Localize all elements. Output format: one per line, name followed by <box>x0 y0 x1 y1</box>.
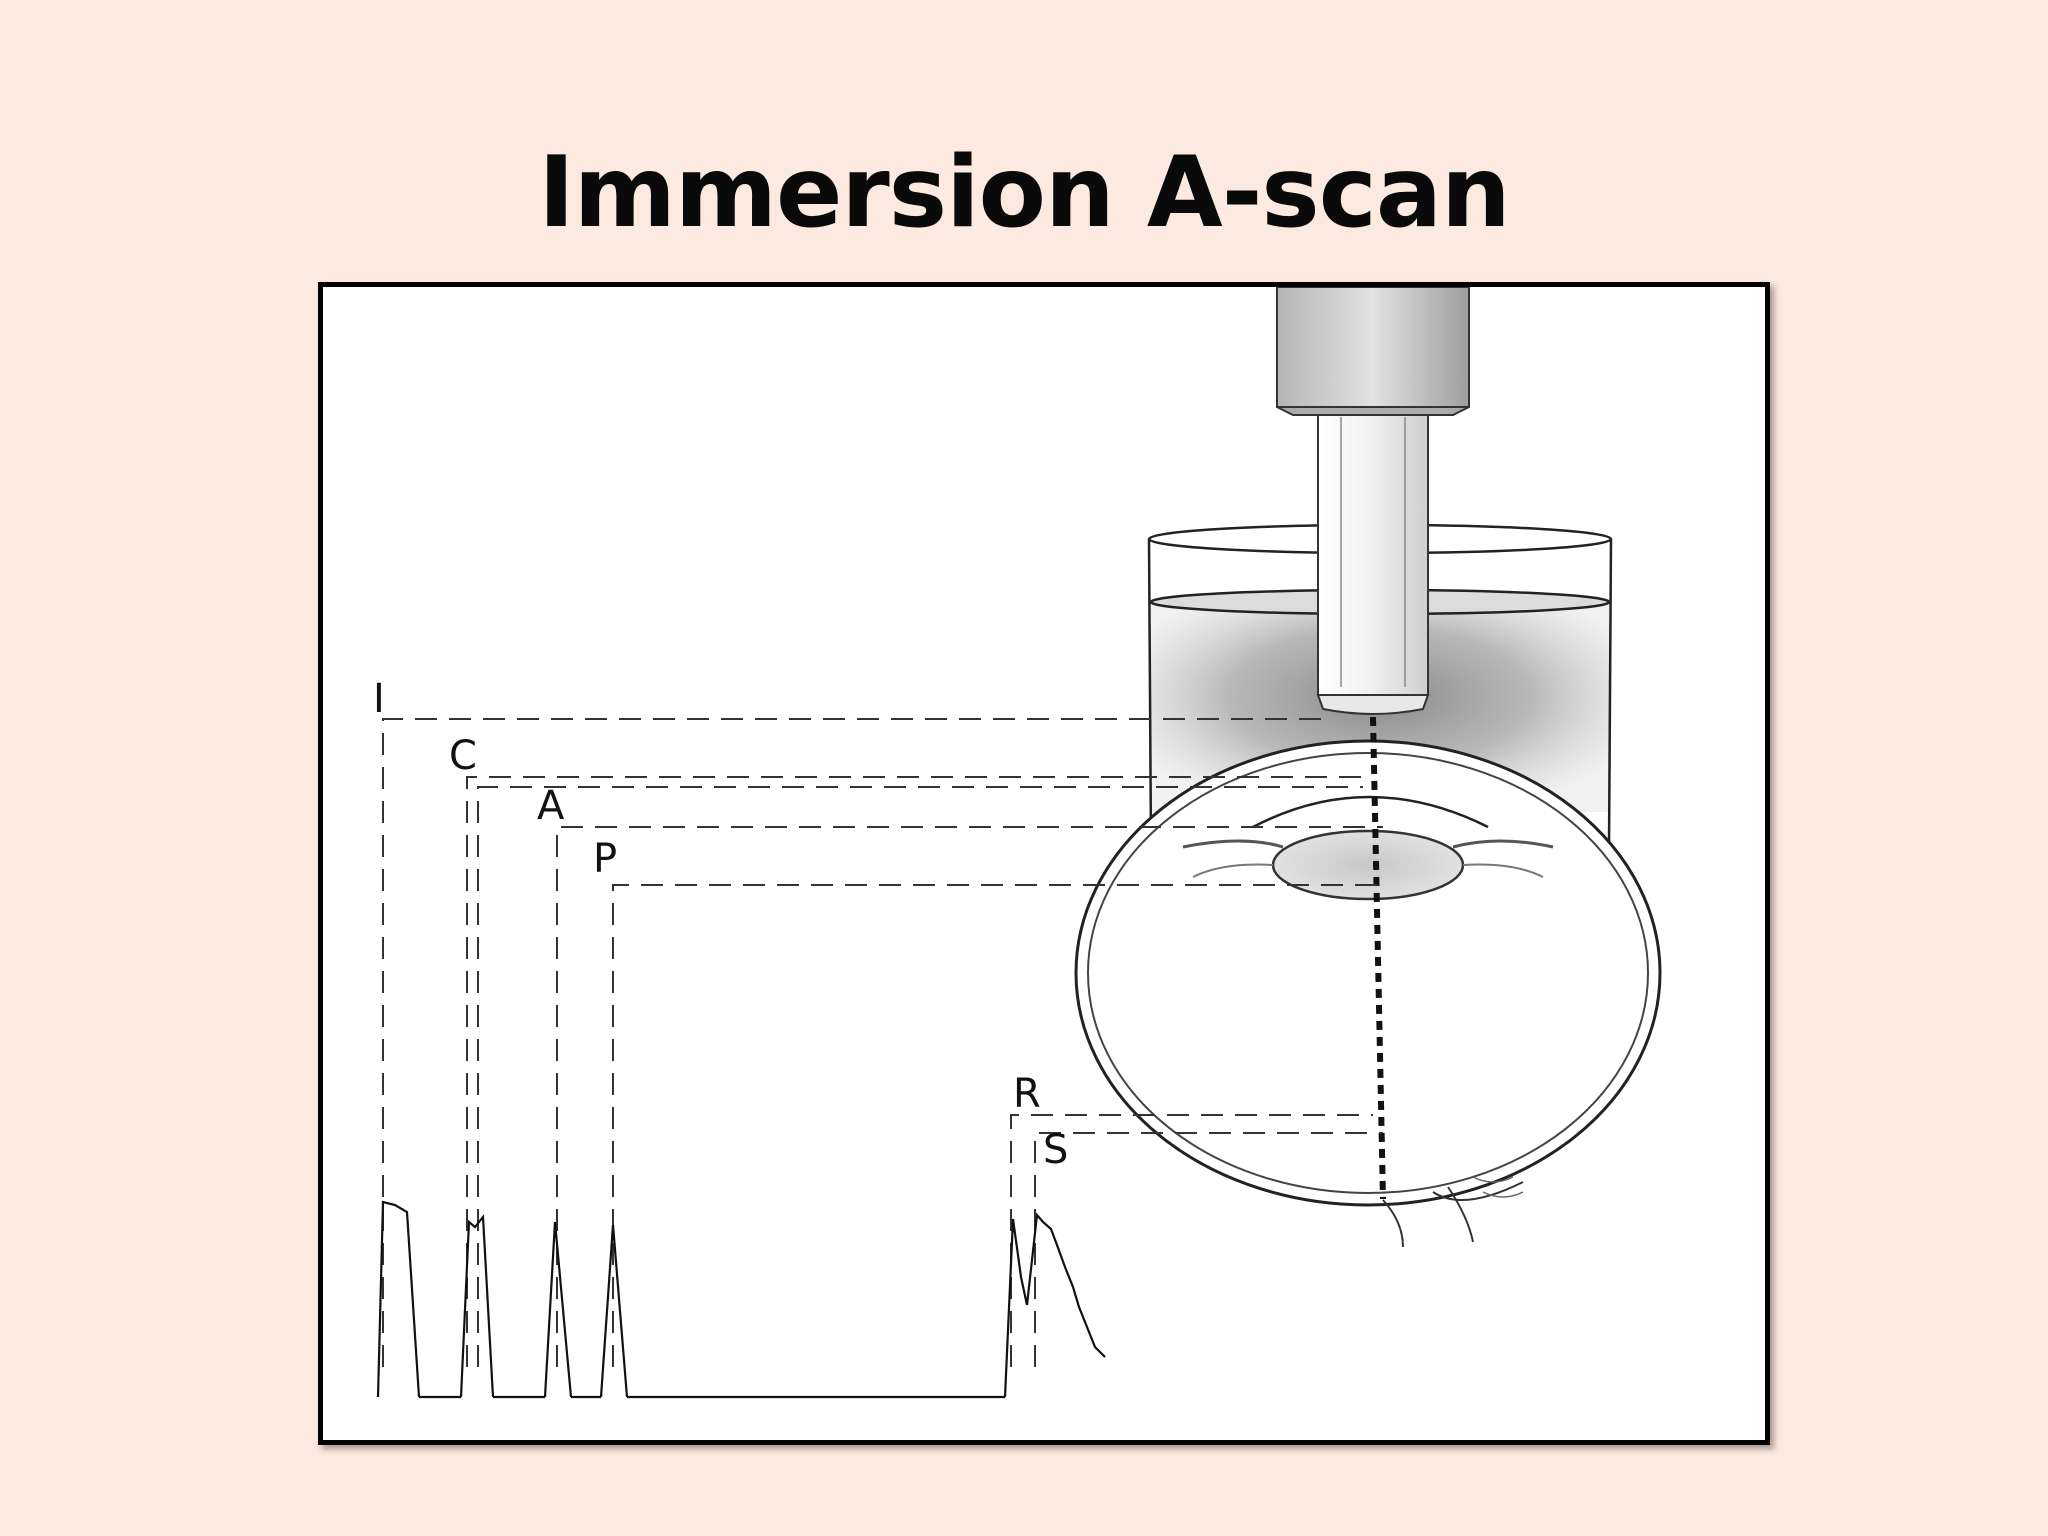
label-S: S <box>1043 1127 1068 1173</box>
slide-title: Immersion A-scan <box>538 136 1510 250</box>
projection-S <box>1034 1132 1383 1367</box>
probe-head <box>1276 287 1470 408</box>
a-scan-trace <box>376 1200 1106 1399</box>
echo-labels: I C A P R S <box>373 676 1068 1173</box>
projection-C2 <box>477 786 1363 1367</box>
label-P: P <box>593 836 617 882</box>
a-scan-diagram: I C A P R S <box>373 287 1662 1399</box>
spike-A <box>543 1221 573 1398</box>
label-I: I <box>373 676 385 722</box>
globe-inner <box>1087 752 1649 1194</box>
lens <box>1271 829 1465 901</box>
ciliary-left <box>1192 863 1274 878</box>
eye-globe <box>1074 739 1662 1248</box>
probe-stem <box>1317 414 1429 696</box>
spike-I <box>376 1200 421 1398</box>
projection-C <box>466 776 1363 1367</box>
a-scan-figure: I C A P R S <box>318 282 1770 1445</box>
shell-right-wall <box>1607 538 1613 848</box>
optic-nerve <box>1382 1181 1524 1248</box>
spike-C <box>459 1214 495 1398</box>
label-C: C <box>449 733 477 779</box>
spike-P <box>599 1224 629 1398</box>
iris-left <box>1182 839 1284 849</box>
probe-collar <box>1276 406 1470 416</box>
ciliary-right <box>1462 863 1544 878</box>
probe-tip <box>1316 694 1430 715</box>
spike-R <box>1003 1212 1106 1398</box>
shell-left-wall <box>1147 538 1153 848</box>
label-R: R <box>1013 1071 1041 1117</box>
cornea <box>1252 795 1489 829</box>
globe-outer <box>1074 739 1662 1207</box>
iris-right <box>1452 839 1554 849</box>
ultrasound-probe <box>1276 287 1470 715</box>
projection-I <box>382 718 1323 1367</box>
projection-P <box>612 884 1383 1367</box>
projection-A <box>556 826 1383 1367</box>
label-A: A <box>537 783 565 829</box>
sound-beam <box>1370 716 1386 1200</box>
